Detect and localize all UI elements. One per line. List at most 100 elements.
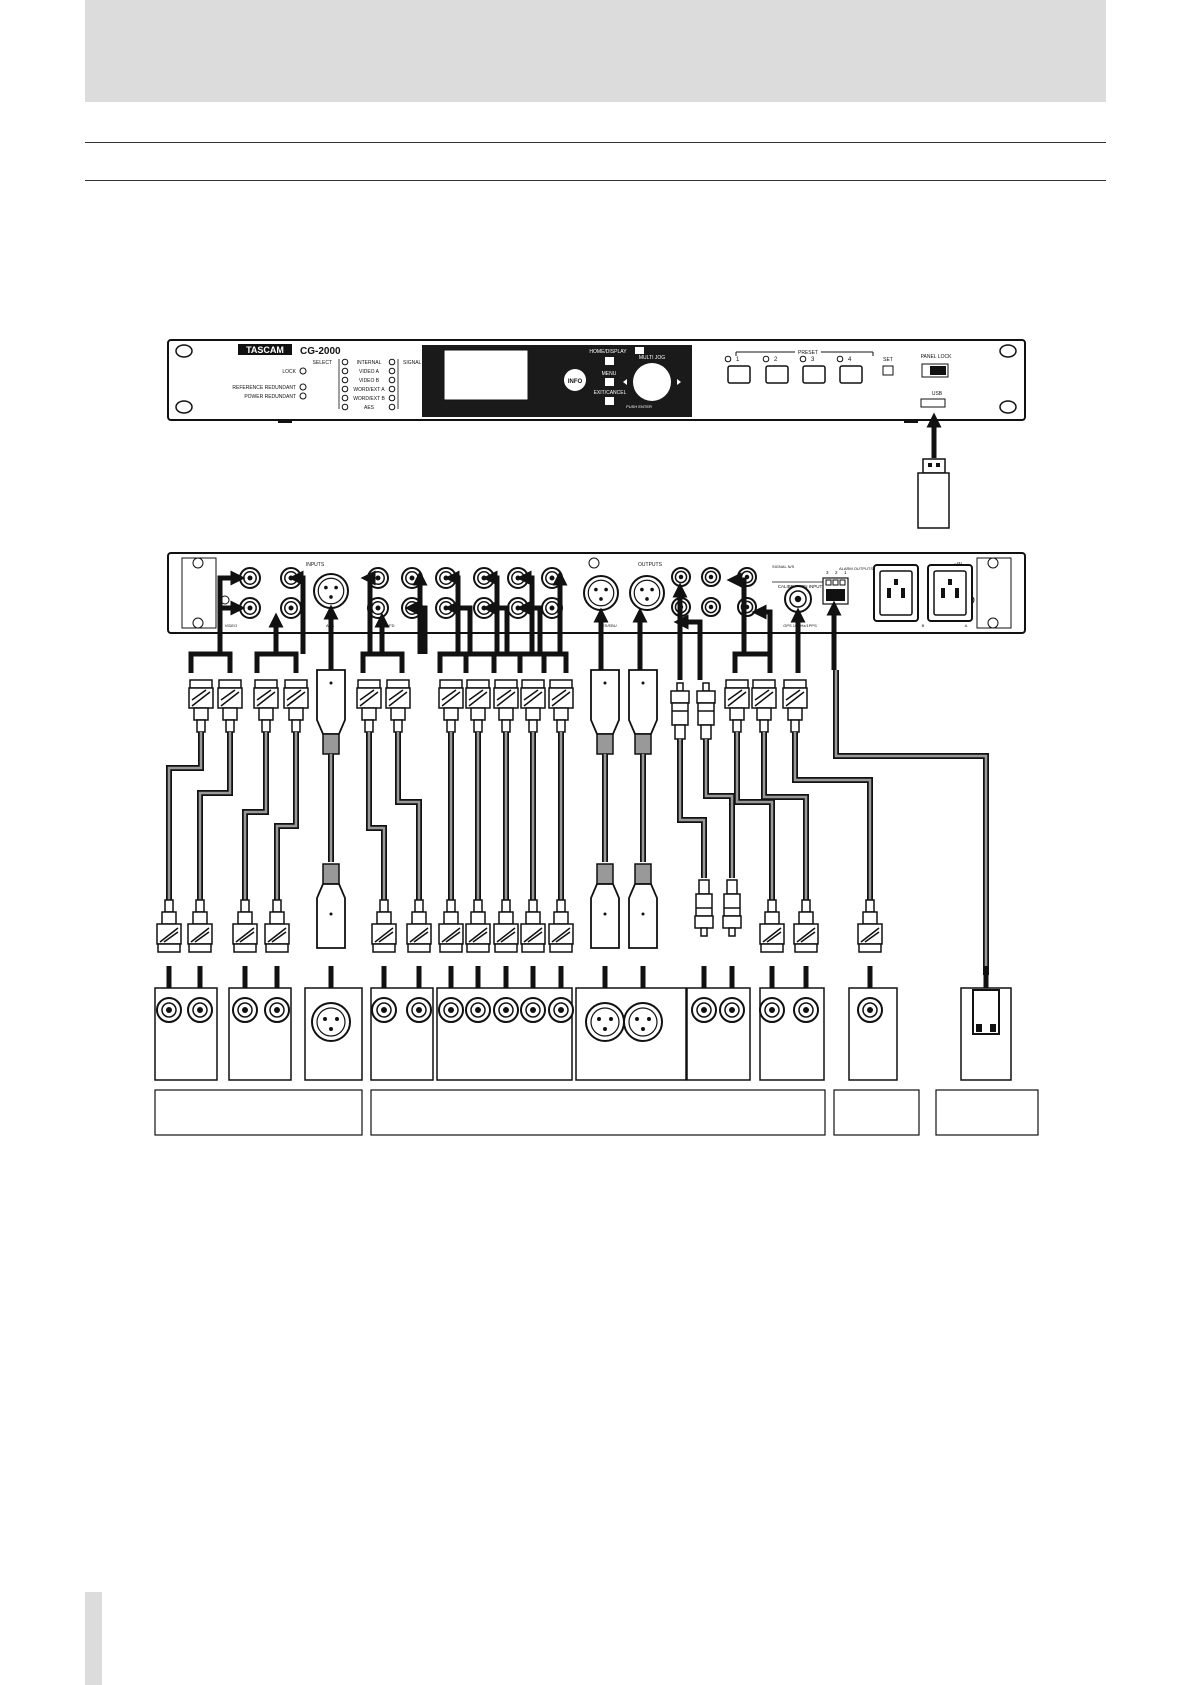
bracket: [254, 651, 299, 673]
set-label: SET: [883, 357, 893, 363]
cable: [166, 732, 204, 900]
preset-button[interactable]: [765, 365, 789, 384]
arrow-icon: [288, 570, 306, 654]
alarm-outputs-label: ALARM OUTPUTS: [839, 566, 873, 571]
preset-led: [836, 355, 844, 363]
xlr-plug: [590, 863, 620, 949]
outputs-label: OUTPUTS: [638, 562, 663, 568]
exit-cancel-button[interactable]: [605, 397, 614, 405]
cable: [242, 732, 269, 900]
bnc-plug: [156, 899, 182, 953]
multi-jog-dial[interactable]: [633, 363, 671, 401]
bnc-plug: [356, 679, 382, 733]
arrow-icon: [360, 570, 376, 654]
arrow-icon: [217, 570, 246, 654]
signal-led: [388, 394, 396, 402]
signal-led: [388, 385, 396, 393]
select-led: [341, 376, 349, 384]
bnc-plug: [548, 679, 574, 733]
arrow-icon: [516, 570, 535, 654]
rca-plug: [670, 682, 690, 740]
alarm-pin-2: 2: [835, 570, 838, 575]
signal-led: [388, 367, 396, 375]
cable: [677, 739, 707, 878]
xlr-plug: [316, 669, 346, 755]
arrow-icon: [404, 600, 428, 654]
home-display-indicator: [635, 347, 644, 354]
wfd-label: WFD: [385, 623, 394, 628]
source-label: VIDEO A: [359, 369, 380, 375]
set-button[interactable]: [882, 365, 894, 376]
cable: [274, 732, 299, 900]
front-panel: TASCAM CG-2000 LOCK REFERENCE REDUNDANT …: [167, 339, 1026, 423]
bnc-plug: [751, 679, 777, 733]
usb-label: USB: [932, 391, 943, 397]
multi-jog-label: MULTI JOG: [639, 355, 665, 361]
preset-label: PRESET: [798, 350, 818, 356]
exit-cancel-label: EXIT/CANCEL: [594, 390, 627, 396]
bnc-plug: [385, 679, 411, 733]
bnc-plug: [793, 899, 819, 953]
preset-button[interactable]: [839, 365, 863, 384]
header-band: [85, 0, 1106, 102]
ac-label-b: B: [922, 623, 925, 628]
ac-inlet-b: [873, 564, 919, 622]
arrow-icon: [751, 604, 773, 654]
rear-panel: INPUTS VIDEO AES WFD OUTPUTS AES/EBU SIG…: [167, 552, 1026, 634]
bnc-plug: [438, 679, 464, 733]
status-label-lock: LOCK: [282, 369, 296, 375]
preset-button[interactable]: [802, 365, 826, 384]
ac-label-a: A: [965, 623, 968, 628]
arrow-icon: [444, 600, 473, 654]
preset-button[interactable]: [727, 365, 751, 384]
signal-label: SIGNAL: [403, 360, 422, 366]
ac-inlet-a: [927, 564, 973, 622]
bnc-plug: [857, 899, 883, 953]
preset-led: [799, 355, 807, 363]
lcd-display: [443, 349, 529, 401]
select-led: [341, 394, 349, 402]
bnc-plug: [724, 679, 750, 733]
jog-right-icon: [677, 379, 681, 385]
info-button[interactable]: [564, 369, 586, 391]
rca-plug: [696, 682, 716, 740]
brand-text: TASCAM: [246, 345, 284, 355]
bnc-plug: [217, 679, 243, 733]
bnc-plug: [253, 679, 279, 733]
arrow-icon: [673, 614, 703, 680]
page-side-bar: [85, 1592, 102, 1685]
cable: [395, 732, 422, 900]
bracket: [732, 651, 773, 673]
alarm-pin-3: 3: [826, 570, 829, 575]
category-box: [154, 1089, 363, 1136]
section-rule-bottom: [85, 180, 1106, 181]
bnc-plug: [188, 679, 214, 733]
bracket: [188, 651, 233, 673]
info-button-label: INFO: [568, 379, 583, 385]
signal-led: [388, 358, 396, 366]
bnc-plug: [465, 899, 491, 953]
menu-button[interactable]: [605, 378, 614, 386]
alarm-pin-1: 1: [844, 570, 847, 575]
jog-left-icon: [623, 379, 627, 385]
preset-number: 4: [848, 357, 852, 363]
select-led: [341, 385, 349, 393]
reference-led: [299, 383, 307, 391]
status-label-power: POWER REDUNDANT: [244, 394, 296, 400]
bnc-plug: [548, 899, 574, 953]
section-rule-top: [85, 142, 1106, 143]
bnc-plug: [759, 899, 785, 953]
signal-n-s-label: SIGNAL N/S: [772, 564, 795, 569]
menu-label: MENU: [602, 371, 617, 377]
preset-led: [762, 355, 770, 363]
screw-icon: [588, 557, 600, 569]
source-label: AES: [364, 405, 375, 411]
signal-led: [388, 376, 396, 384]
usb-port[interactable]: [920, 398, 946, 408]
home-display-button[interactable]: [605, 357, 614, 365]
status-led-group: LOCK REFERENCE REDUNDANT POWER REDUNDANT: [232, 367, 307, 400]
bnc-plug: [438, 899, 464, 953]
